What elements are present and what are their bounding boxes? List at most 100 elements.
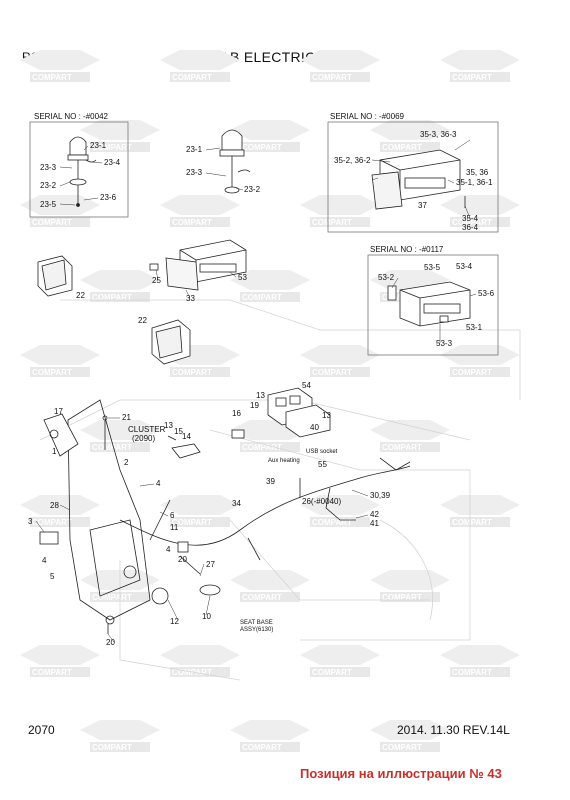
watermark-text: COMPART [172,518,212,527]
watermark-text: COMPART [92,443,132,452]
watermark-text: COMPART [242,443,282,452]
part-label: 6 [170,511,175,520]
part-label: 55 [318,460,327,469]
part-label: 13 [322,411,331,420]
watermark-text: COMPART [452,518,492,527]
watermark-text: COMPART [242,593,282,602]
part-label: 54 [302,381,311,390]
part-label: 33 [186,294,195,303]
part-label: 20 [106,638,115,647]
part-label: 53 [238,273,247,282]
serial-box-top-right: SERIAL NO : -#0069 [327,112,499,233]
cluster-connector [167,435,201,459]
watermark-text: COMPART [382,143,422,152]
watermark-text: COMPART [452,218,492,227]
watermark-text: COMPART [382,743,422,752]
part-label: 23-4 [104,158,121,167]
part-label: 22 [138,316,147,325]
radio-center [149,239,247,291]
part-label: 22 [76,291,85,300]
cluster-code: (2090) [132,434,155,443]
part-label: 23-2 [40,181,57,190]
part-label: 26(-#0040) [302,497,341,506]
watermark-text: COMPART [172,73,212,82]
part-label: 23-1 [186,145,203,154]
page-title: CAB ELECTRIC 2 [210,49,328,65]
serial-box-mid-right: SERIAL NO : -#0117 [367,245,499,356]
part-label: 28 [50,501,59,510]
part-label: 27 [206,560,215,569]
serial-label: SERIAL NO : -#0042 [34,112,109,121]
watermark-text: COMPART [242,743,282,752]
part-label: 17 [54,407,63,416]
switch-panel [231,387,331,439]
cab-outline [39,299,521,681]
illustration-position-note: Позиция на иллюстрации № 43 [300,766,502,781]
part-label: 35-1, 36-1 [456,178,493,187]
serial-box-top-left: SERIAL NO : -#0042 [29,112,129,218]
watermark-text: COMPART [92,293,132,302]
serial-label: SERIAL NO : -#0069 [330,112,405,121]
watermark-text: COMPART [172,218,212,227]
part-label: 23-5 [40,200,57,209]
page-number: 2070 [28,723,55,737]
watermark-text: COMPART [92,743,132,752]
part-label: 4 [166,545,171,554]
part-label: 53-5 [424,263,441,272]
part-label: 25 [152,276,161,285]
part-label: 35, 36 [466,168,489,177]
watermark-text: COMPART [32,218,72,227]
part-label: 34 [232,499,241,508]
part-label: 3 [28,517,33,526]
part-label: 23-1 [90,141,107,150]
usb-socket-label: USB socket [306,449,338,455]
leader-lines [35,139,477,643]
left-console [39,399,151,634]
part-label: 35-4 [462,214,479,223]
aux-heating-label: Aux heating [268,458,300,464]
part-label: 19 [250,401,259,410]
wiring-harness [102,415,411,605]
watermark-text: COMPART [242,143,282,152]
part-label: 30,39 [370,491,391,500]
part-label: 23-3 [186,168,203,177]
serial-label: SERIAL NO : -#0117 [370,245,444,254]
watermark-text: COMPART [242,293,282,302]
part-label: 12 [170,617,179,626]
part-label: 23-3 [40,163,57,172]
part-label: 53-2 [378,273,395,282]
part-label: 53-1 [466,323,483,332]
svg-text:COMPART: COMPART [32,73,72,82]
part-label: 14 [182,432,191,441]
cassette-radio-b [387,281,471,327]
part-label: 1 [52,447,57,456]
part-label: 13 [164,421,173,430]
part-label: 39 [266,477,275,486]
part-label: 23-6 [100,193,117,202]
part-label: 23-2 [244,185,261,194]
part-label: 40 [310,423,319,432]
revision-date: 2014. 11.30 REV.14L [397,723,510,737]
cassette-radio-a [371,149,466,210]
beacon-lamp-b [219,129,251,194]
part-label: 15 [174,427,183,436]
watermark-text: COMPART [312,368,352,377]
part-label: 53-6 [478,289,495,298]
watermark-text: COMPART [172,668,212,677]
seat-base-label: SEAT BASE [240,620,273,626]
watermark-text: COMPART [92,143,132,152]
cluster-label: CLUSTER [128,425,166,434]
watermark-tile: COMPART [20,50,100,82]
part-label: 42 [370,510,379,519]
part-label: 4 [156,479,161,488]
part-labels: 23-1 23-3 23-4 23-2 23-5 23-6 23-1 23-3 … [28,130,495,647]
part-label: 35-2, 36-2 [334,156,371,165]
watermark-text: COMPART [172,368,212,377]
part-label: 11 [170,523,179,532]
part-label: 53-3 [436,339,453,348]
part-label: 2 [124,458,129,467]
part-label: 41 [370,519,379,528]
watermark-text: COMPART [312,73,352,82]
part-label: 20 [178,555,187,564]
